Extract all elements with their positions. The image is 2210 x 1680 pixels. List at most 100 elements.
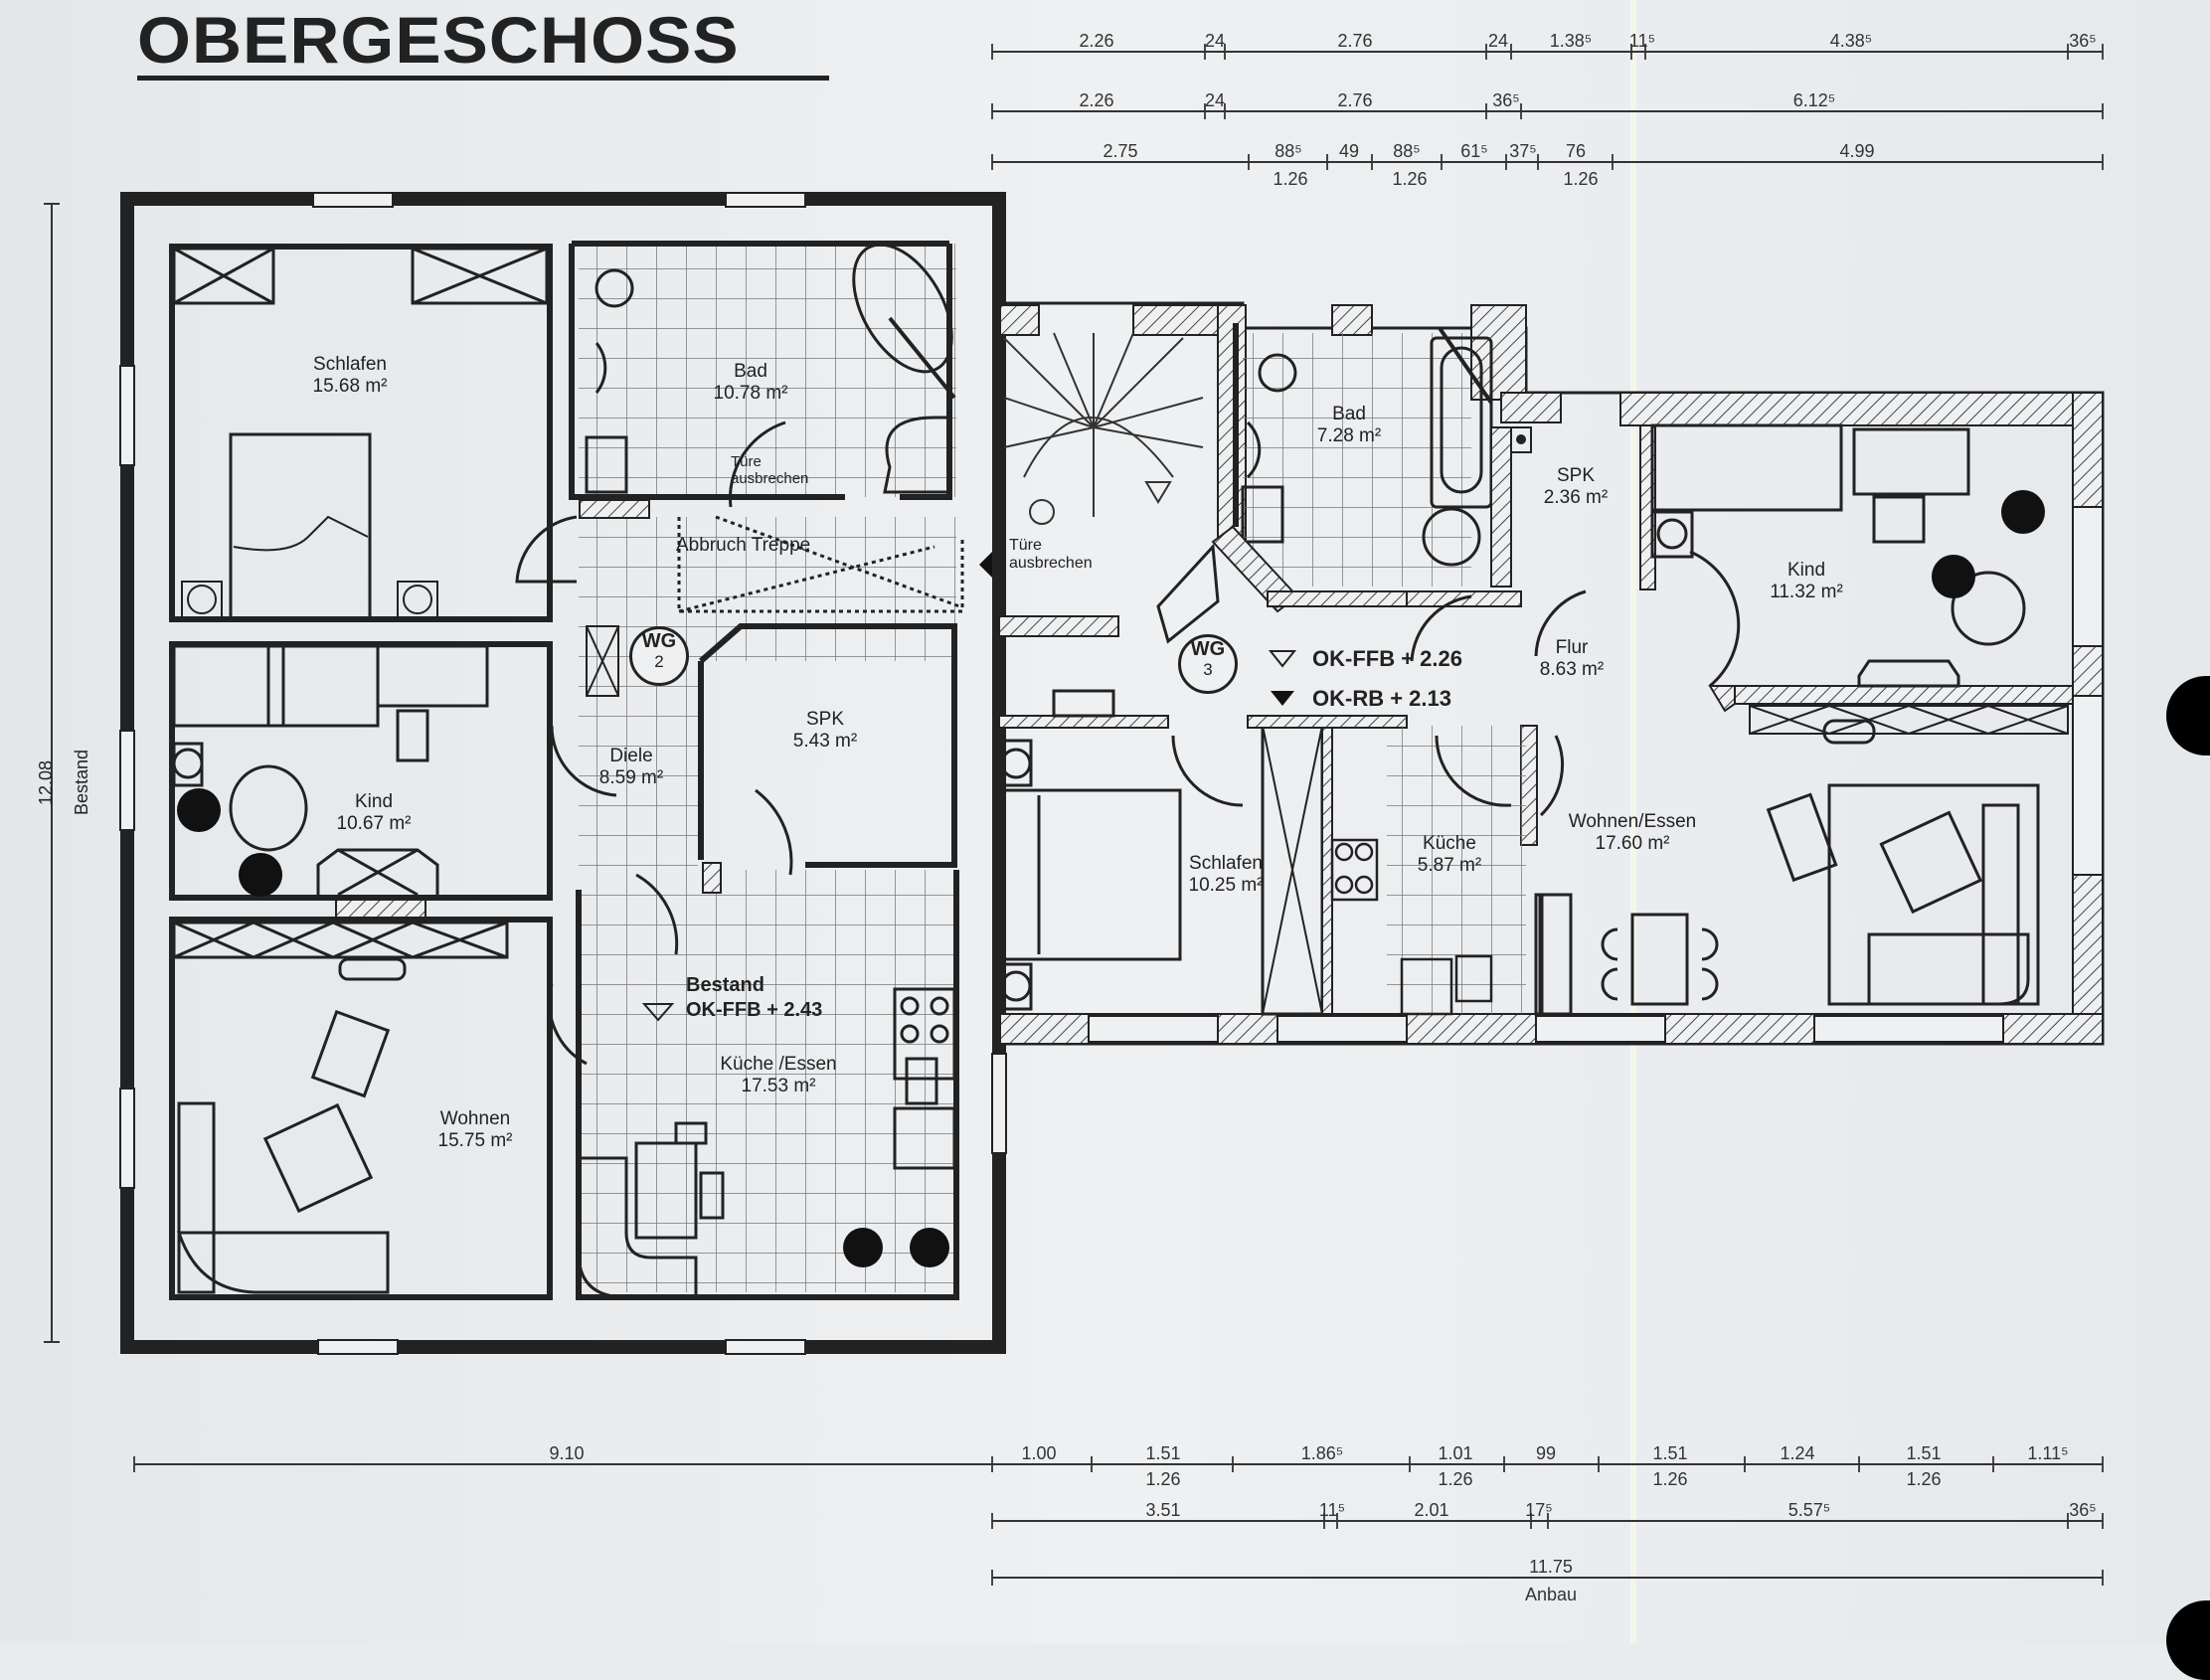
room-area: 15.75 m² (437, 1130, 513, 1151)
room-label-schlafen-2: Schlafen 10.25 m² (1189, 853, 1264, 897)
dim-top-2-0: 2.26 (1079, 90, 1114, 110)
dim-bottom-1-sub-3: 1.26 (1906, 1469, 1942, 1489)
left-dimension-line (44, 203, 60, 1343)
door-swings-anbau (1156, 543, 1741, 817)
wg-marker-3: WG 3 (1178, 634, 1238, 694)
wohnen-essen-furniture (1601, 719, 2040, 1006)
dim-top-2-1: 24 (1204, 90, 1226, 110)
dim-left-bestand-label: Bestand (72, 749, 91, 815)
room-area: 8.63 m² (1539, 659, 1605, 680)
dim-bottom-1-2: 1.51 (1145, 1443, 1181, 1463)
kueche-2-fixtures (1330, 838, 1493, 1016)
dim-bottom-anbau-label: Anbau (1524, 1585, 1578, 1604)
kind-1-furniture (172, 644, 489, 900)
dim-top-3-sub-1: 1.26 (1392, 169, 1428, 189)
wohnen-furniture (172, 921, 509, 1294)
room-name: SPK (805, 709, 845, 731)
dim-top-3-1: 88⁵ (1275, 141, 1302, 161)
room-name: SPK (1556, 465, 1596, 487)
note-tuere-ausbrechen-stair: Türe ausbrechen (1009, 537, 1093, 573)
dim-left-height: 12.08 (36, 759, 56, 805)
dim-top-1-2: 2.76 (1337, 31, 1373, 51)
door-swings-bestand (515, 420, 793, 1066)
bottom-dimension-lines (133, 1456, 2104, 1586)
dim-bottom-1-7: 1.24 (1780, 1443, 1815, 1463)
room-name: Wohnen (439, 1108, 511, 1130)
room-area: 10.67 m² (336, 813, 412, 834)
dim-bottom-1-1: 1.00 (1021, 1443, 1057, 1463)
dim-top-1-1: 24 (1204, 31, 1226, 51)
dim-bottom-1-9: 1.11⁵ (2027, 1443, 2069, 1463)
bad-2-fixtures (1233, 323, 1493, 567)
dim-bottom-1-sub-2: 1.26 (1652, 1469, 1688, 1489)
dim-bottom-2-3: 17⁵ (1525, 1500, 1553, 1520)
note-bestand: Bestand (686, 974, 765, 996)
room-name: Küche /Essen (720, 1054, 837, 1076)
room-name: Küche (1423, 833, 1476, 855)
dim-top-1-5: 11⁵ (1628, 31, 1656, 51)
bestand-building (119, 192, 1007, 1355)
room-name: Bad (734, 361, 767, 383)
room-label-kind-2: Kind 11.32 m² (1770, 560, 1843, 603)
dim-bottom-1-5: 99 (1535, 1443, 1557, 1463)
wardrobe-schlafen (172, 247, 549, 305)
dim-top-3-0: 2.75 (1103, 141, 1138, 161)
spiral-staircase (1003, 332, 1204, 525)
room-label-spk-1: SPK 5.43 m² (793, 709, 857, 753)
dim-top-1-7: 36⁵ (2069, 31, 2097, 51)
dim-bottom-1-4: 1.01 (1438, 1443, 1473, 1463)
room-area: 8.59 m² (598, 767, 664, 788)
dim-top-3-sub-2: 1.26 (1563, 169, 1599, 189)
dim-bottom-1-sub-0: 1.26 (1145, 1469, 1181, 1489)
room-area: 5.43 m² (792, 731, 858, 752)
floor-plan-drawing (44, 44, 2105, 1586)
room-area: 2.36 m² (1543, 487, 1609, 508)
dim-top-1-0: 2.26 (1079, 31, 1114, 51)
title-underline (137, 76, 829, 81)
dim-bottom-3-total: 11.75 (1529, 1557, 1573, 1577)
dim-top-1-6: 4.38⁵ (1829, 31, 1873, 51)
dim-bottom-2-5: 36⁵ (2069, 1500, 2097, 1520)
room-label-kind-1: Kind 10.67 m² (337, 791, 412, 835)
dim-bottom-2-0: 3.51 (1145, 1500, 1181, 1520)
paper-fold (1630, 0, 1636, 1643)
top-dimension-lines (991, 44, 2104, 170)
demolition-stair-outline (677, 515, 964, 613)
room-name: Flur (1555, 637, 1589, 659)
room-area: 11.32 m² (1770, 582, 1843, 602)
level-anbau-ok-rb: OK-RB + 2.13 (1312, 686, 1451, 711)
dim-bottom-1-0: 9.10 (549, 1443, 585, 1463)
page-title: OBERGESCHOSS (137, 3, 740, 77)
room-area: 10.25 m² (1188, 875, 1264, 896)
room-label-bad-2: Bad 7.28 m² (1317, 404, 1381, 447)
drawing-sheet (0, 0, 2210, 1643)
room-area: 17.60 m² (1595, 833, 1670, 854)
bed-double (229, 432, 372, 620)
dim-top-3-7: 4.99 (1839, 141, 1875, 161)
room-name: Kind (1786, 560, 1826, 582)
dim-bottom-1-sub-1: 1.26 (1438, 1469, 1473, 1489)
room-area: 10.78 m² (713, 383, 788, 404)
room-label-diele: Diele 8.59 m² (599, 746, 663, 789)
note-tuere-ausbrechen-bad: Türe ausbrechen (731, 453, 809, 488)
room-area: 17.53 m² (741, 1076, 816, 1096)
dim-top-3-sub-0: 1.26 (1273, 169, 1308, 189)
dim-bottom-2-1: 11⁵ (1318, 1500, 1346, 1520)
room-name: Kind (354, 791, 394, 813)
wg-marker-2: WG 2 (629, 626, 689, 686)
dim-top-2-2: 2.76 (1337, 90, 1373, 110)
room-name: Schlafen (1189, 853, 1263, 875)
room-label-kueche: Küche 5.87 m² (1418, 833, 1481, 877)
room-name: Schlafen (313, 354, 387, 376)
dim-top-2-4: 6.12⁵ (1792, 90, 1836, 110)
dim-top-3-2: 49 (1338, 141, 1360, 161)
anbau-building (641, 301, 2105, 1046)
dim-bottom-1-8: 1.51 (1906, 1443, 1942, 1463)
dim-top-3-6: 76 (1565, 141, 1587, 161)
room-label-wohnen: Wohnen 15.75 m² (438, 1108, 513, 1152)
room-area: 7.28 m² (1316, 425, 1382, 446)
room-label-wohnen-essen: Wohnen/Essen 17.60 m² (1569, 811, 1697, 855)
wohnen-essen-wardrobe (1749, 705, 2069, 735)
room-name: Bad (1332, 404, 1366, 425)
room-label-schlafen-1: Schlafen 15.68 m² (313, 354, 388, 398)
